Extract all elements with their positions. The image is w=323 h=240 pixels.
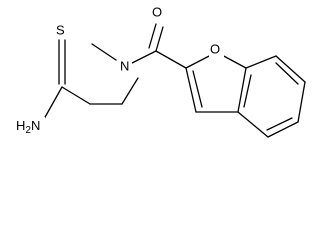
label-bg-amide-n <box>118 58 132 75</box>
label-bg-furan-o <box>209 42 224 59</box>
amine-label: H2N <box>16 118 40 135</box>
bond-n-carbonyl <box>131 50 157 64</box>
carbonyl-oxygen-label: O <box>152 4 162 19</box>
bond-c2-o1 <box>185 53 214 69</box>
bond-c7a-c7 <box>245 55 277 69</box>
molecule-diagram: S H2N N O O <box>15 4 306 138</box>
bond-c-o-double-1 <box>155 26 164 52</box>
bond-c2-c3-inner <box>192 70 203 108</box>
bonds <box>43 23 306 138</box>
bond-c7-c6 <box>275 55 306 83</box>
label-bg-carbonyl-o <box>151 5 166 22</box>
bond-c5-c4-inner <box>266 117 293 131</box>
atom-labels: S H2N N O O <box>15 4 224 136</box>
bond-o1-c7a <box>219 53 247 69</box>
bond-ch2-n <box>121 77 139 105</box>
bond-c-ch2 <box>61 86 91 105</box>
bond-n-methyl <box>91 43 117 61</box>
bond-c6-c5 <box>297 81 306 123</box>
sulfur-label: S <box>56 22 65 37</box>
bond-c5-c4 <box>267 121 299 138</box>
label-bg-s <box>55 23 67 39</box>
label-bg-nh2 <box>15 117 45 135</box>
bond-carbonyl-c2 <box>155 50 187 69</box>
bond-c3a-c7a <box>237 67 247 113</box>
furan-oxygen-label: O <box>210 41 220 56</box>
bond-c7-c6-inner <box>275 62 299 85</box>
bond-c-nh2 <box>43 86 63 120</box>
structure-canvas: S H2N N O O <box>15 4 306 138</box>
bond-c4-c3a <box>237 111 269 138</box>
amide-nitrogen-label: N <box>120 58 129 73</box>
bond-c2-c3 <box>185 67 197 113</box>
bond-c-o-double-2 <box>148 23 157 49</box>
bond-c7a-c3a-inner <box>243 74 252 108</box>
